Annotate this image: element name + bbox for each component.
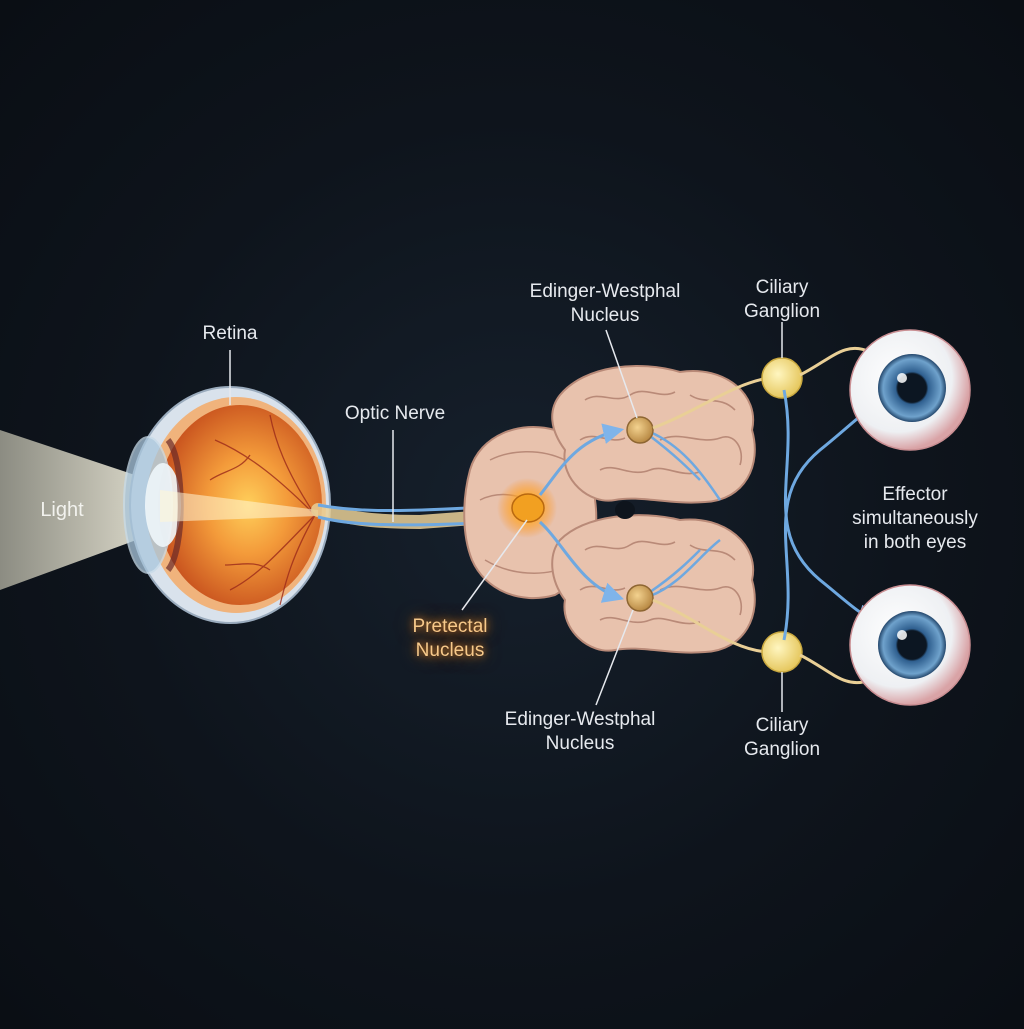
label-retina: Retina (202, 323, 258, 344)
label-optic-nerve: Optic Nerve (344, 403, 446, 424)
ciliary-ganglion-top (761, 357, 803, 399)
label-effector: Effector simultaneously in both eyes (852, 484, 978, 553)
eye-bottom (849, 584, 971, 706)
label-ciliary-ganglion-top: Ciliary Ganglion (743, 277, 821, 322)
leader-lines (229, 322, 783, 712)
light-beam (0, 430, 150, 590)
label-ew-nucleus-bottom: Edinger-Westphal Nucleus (504, 709, 656, 754)
brain-lower-lobe (551, 514, 756, 654)
pretectal-to-ew-bottom (538, 520, 624, 603)
crossing-fiber-1 (782, 389, 879, 625)
ciliary-ganglion-bottom (761, 631, 803, 673)
label-ciliary-ganglion-bottom: Ciliary Ganglion (743, 715, 821, 760)
eye-cross-section (123, 386, 331, 624)
eye-top (849, 329, 971, 451)
optic-nerve-blue-2 (317, 512, 505, 534)
optic-nerve-cream (311, 503, 507, 530)
ew-nucleus-top (626, 416, 654, 444)
label-ew-nucleus-top: Edinger-Westphal Nucleus (529, 281, 681, 326)
label-light: Light (40, 499, 84, 521)
ew-nucleus-bottom (626, 584, 654, 612)
optic-nerve-blue-1 (317, 496, 505, 518)
pretectal-to-ew-top (538, 423, 625, 496)
label-pretectal-nucleus: Pretectal Nucleus (412, 616, 488, 661)
crossing-fiber-2 (782, 402, 879, 641)
